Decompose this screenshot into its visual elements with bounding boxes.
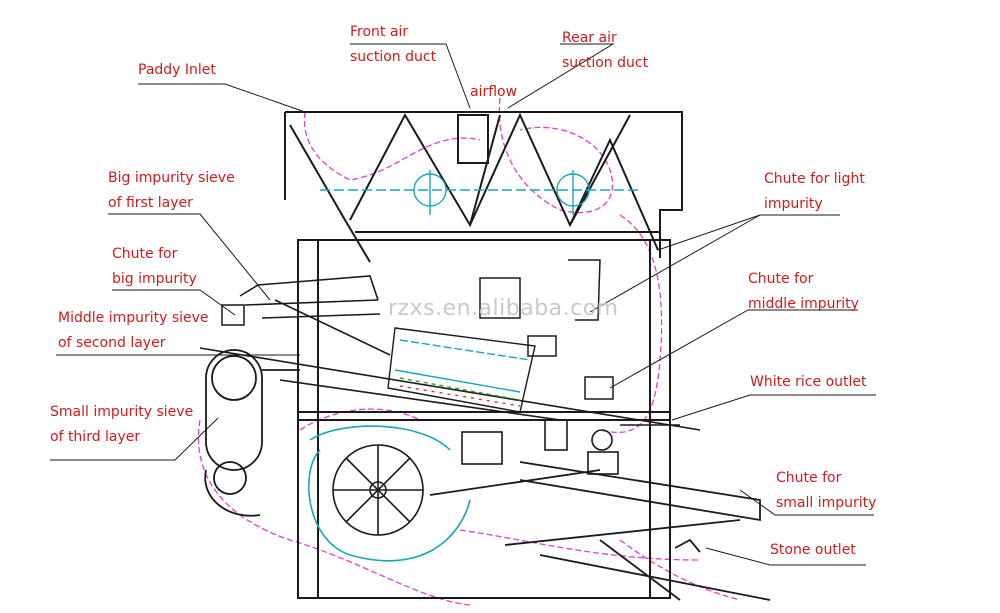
label-front-air-suction-duct: Front air suction duct (350, 20, 436, 70)
label-chute-big-impurity: Chute for big impurity (112, 242, 197, 292)
aspirator-housing (284, 111, 683, 263)
outlet-chutes (221, 259, 614, 400)
machine-frame (297, 239, 671, 599)
label-stone-outlet: Stone outlet (770, 542, 856, 558)
label-line: suction duct (350, 49, 437, 65)
label-chute-small-impurity: Chute for small impurity (776, 466, 876, 516)
label-white-rice-outlet: White rice outlet (750, 374, 867, 390)
label-line: Big impurity sieve (108, 170, 235, 186)
watermark: rzxs.en.alibaba.com (388, 296, 619, 321)
label-line: of first layer (108, 195, 193, 211)
label-line: small impurity (776, 495, 877, 511)
label-line: Chute for (776, 470, 842, 486)
label-line: Chute for (112, 246, 178, 262)
label-big-impurity-sieve: Big impurity sieve of first layer (108, 166, 235, 216)
label-airflow: airflow (470, 84, 518, 100)
stone-separator-bed (429, 461, 771, 601)
label-small-impurity-sieve: Small impurity sieve of third layer (50, 400, 193, 450)
motor-gearbox (461, 419, 680, 475)
label-line: Chute for light (764, 171, 865, 187)
left-drive (204, 349, 300, 517)
label-paddy-inlet: Paddy Inlet (138, 62, 216, 78)
label-middle-impurity-sieve: Middle impurity sieve of second layer (58, 306, 209, 356)
inclined-screen (387, 327, 536, 413)
label-chute-middle-impurity: Chute for middle impurity (748, 267, 859, 317)
label-line: Front air (350, 24, 409, 40)
large-fan-wheel (308, 425, 471, 562)
label-rear-air-suction-duct: Rear air suction duct (562, 26, 648, 76)
label-line: Small impurity sieve (50, 404, 194, 420)
leader-lines (50, 43, 876, 566)
label-line: Rear air (562, 30, 617, 46)
label-chute-light-impurity: Chute for light impurity (764, 167, 865, 217)
label-line: Chute for (748, 271, 814, 287)
label-line: Middle impurity sieve (58, 310, 209, 326)
label-line: of second layer (58, 335, 166, 351)
label-line: middle impurity (748, 296, 859, 312)
label-line: big impurity (112, 271, 197, 287)
label-line: of third layer (50, 429, 141, 445)
label-line: suction duct (562, 55, 649, 71)
label-line: impurity (764, 196, 823, 212)
sieve-layers (199, 275, 701, 431)
suction-fans (320, 170, 640, 215)
